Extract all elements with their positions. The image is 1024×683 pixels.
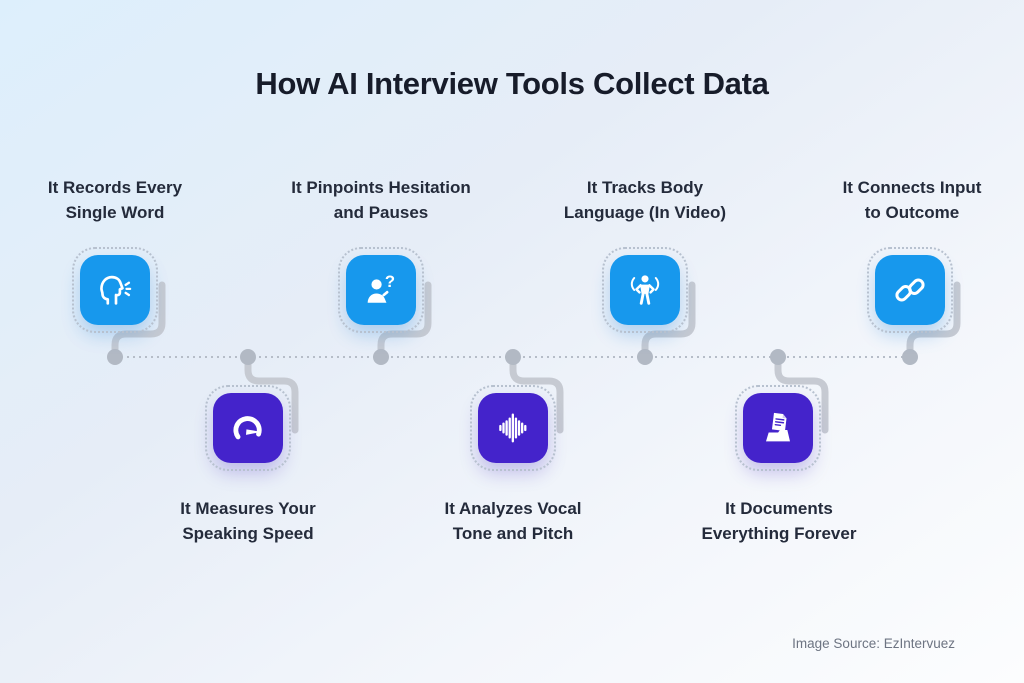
link-icon [895, 278, 925, 302]
item-label: It Measures Your Speaking Speed [180, 499, 316, 543]
source-credit: Image Source: EzIntervuez [792, 636, 955, 651]
speaking-head-icon [100, 275, 132, 305]
tile-measures-speaking-speed [205, 385, 291, 471]
item-label: It Connects Input to Outcome [842, 178, 982, 222]
connector-item-5 [641, 281, 696, 355]
timeline-node [505, 349, 521, 365]
connector-item-2 [244, 359, 299, 434]
connector-item-3 [377, 281, 432, 355]
item-label: It Analyzes Vocal Tone and Pitch [444, 499, 582, 543]
item-label: It Pinpoints Hesitation and Pauses [291, 178, 471, 222]
timeline-node [373, 349, 389, 365]
tile-records-every-word [72, 247, 158, 333]
page-title: How AI Interview Tools Collect Data [255, 66, 769, 101]
timeline-node [770, 349, 786, 365]
connector-item-6 [774, 359, 829, 434]
svg-text:?: ? [385, 272, 395, 291]
timeline-node [637, 349, 653, 365]
voice-waveform-icon [499, 413, 527, 443]
tile-pinpoints-hesitation: ? [338, 247, 424, 333]
speedometer-icon [233, 416, 262, 440]
tile-tracks-body-language [602, 247, 688, 333]
item-label: It Tracks Body Language (In Video) [563, 178, 727, 222]
item-label: It Documents Everything Forever [701, 499, 857, 543]
person-question-icon: ? [367, 272, 395, 303]
tile-analyzes-vocal-tone [470, 385, 556, 471]
connector-item-1 [111, 281, 166, 355]
connector-item-7 [906, 281, 961, 355]
tile-connects-input-outcome [867, 247, 953, 333]
body-language-icon [630, 275, 660, 305]
item-label: It Records Every Single Word [47, 178, 183, 222]
connector-item-4 [509, 359, 564, 434]
timeline-node [240, 349, 256, 365]
timeline-node [902, 349, 918, 365]
timeline-node [107, 349, 123, 365]
tile-documents-everything [735, 385, 821, 471]
archive-document-icon [766, 412, 790, 442]
